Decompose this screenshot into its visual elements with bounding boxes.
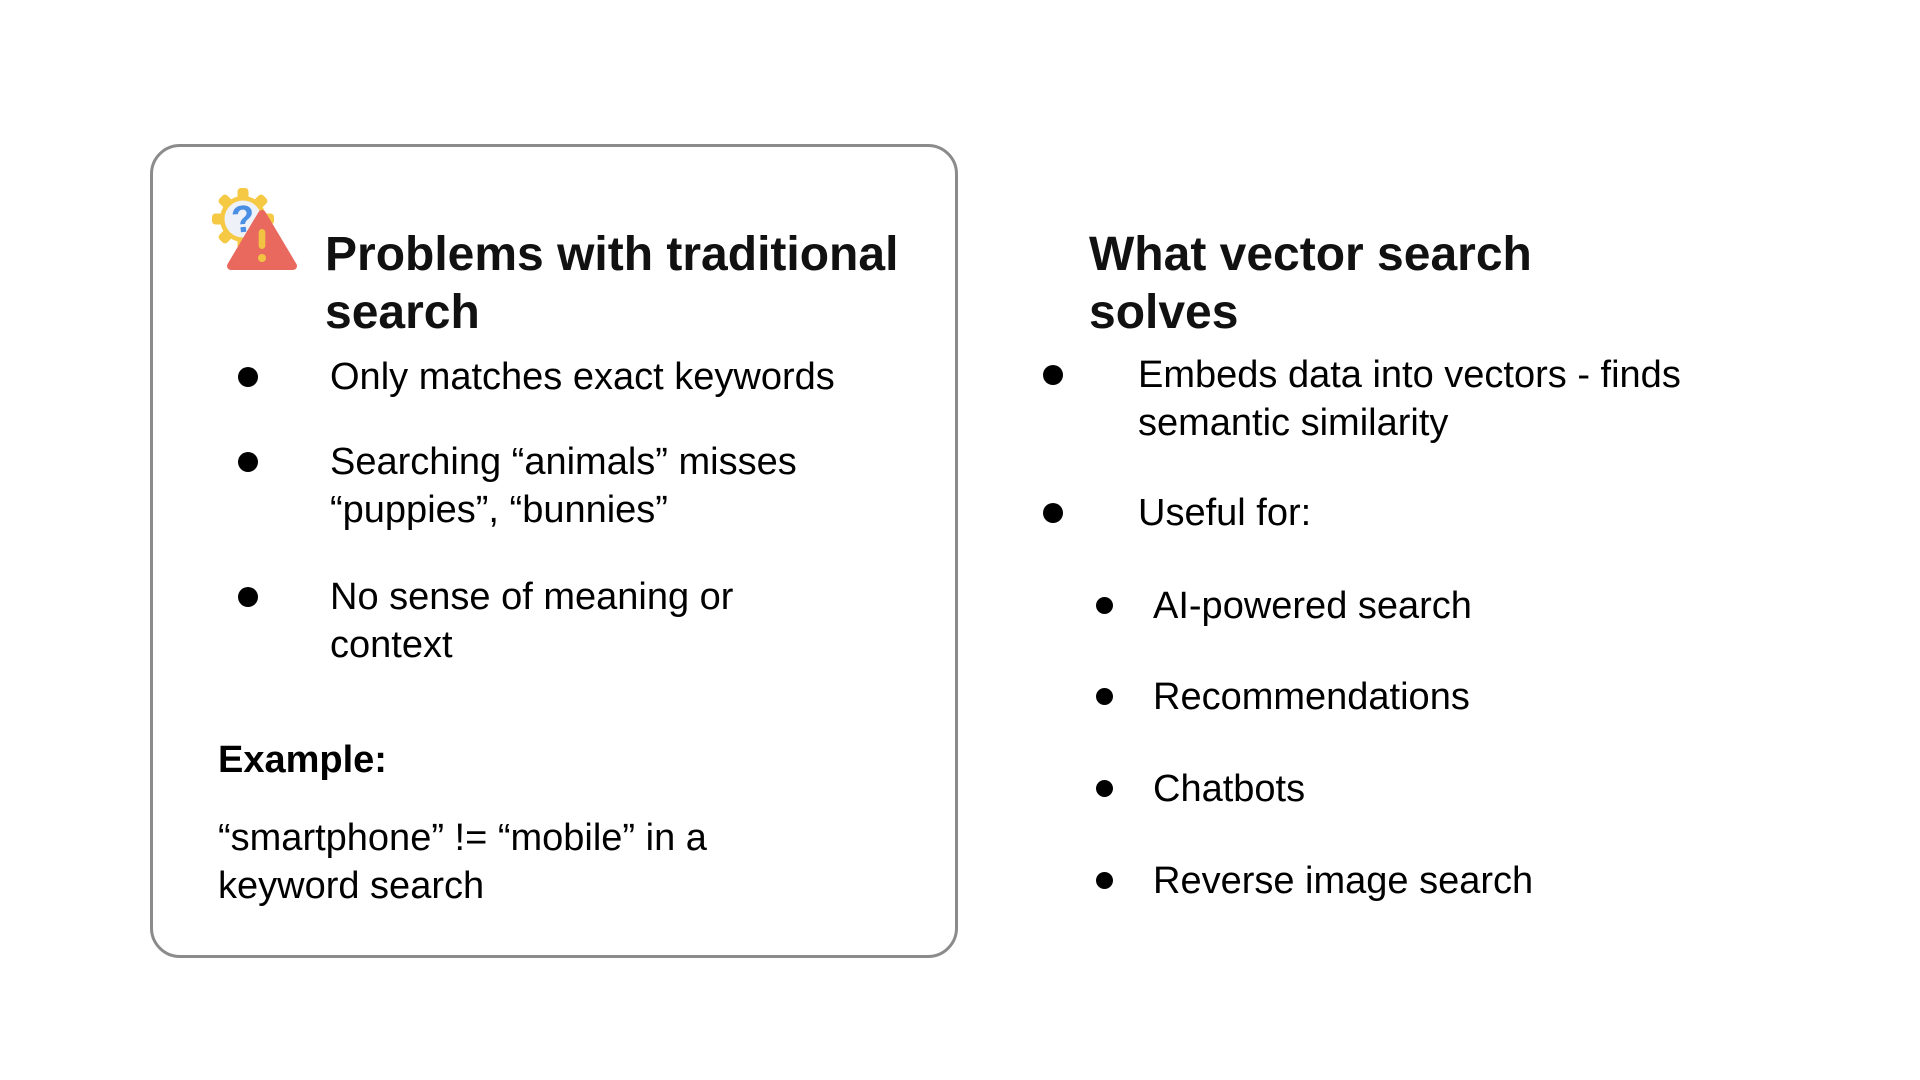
bullet-dot: [1096, 872, 1113, 889]
right-bullet-item: Useful for:: [1043, 489, 1778, 537]
right-sub-bullet-item: Reverse image search: [1096, 857, 1753, 905]
exclamation-bar: [258, 229, 266, 249]
bullet-text: Reverse image search: [1153, 860, 1534, 902]
right-sub-bullet-item: AI-powered search: [1096, 582, 1753, 630]
right-sub-bullet-item: Chatbots: [1096, 765, 1753, 813]
gear-question-warning-icon: ?: [198, 182, 298, 274]
bullet-dot: [1043, 365, 1063, 385]
bullet-dot: [1096, 597, 1113, 614]
left-bullet-item: Only matches exact keywords: [238, 353, 950, 401]
bullet-dot: [238, 587, 258, 607]
gear-question-warning-icon-svg: ?: [212, 188, 297, 270]
bullet-text: Embeds data into vectors - finds semanti…: [1138, 354, 1681, 444]
bullet-text: No sense of meaning or context: [330, 576, 734, 666]
bullet-dot: [1043, 503, 1063, 523]
bullet-dot: [238, 452, 258, 472]
example-label: Example:: [218, 739, 387, 781]
bullet-dot: [1096, 780, 1113, 797]
right-panel-title: What vector search solves: [1089, 227, 1532, 339]
left-card-title: Problems with traditional search: [325, 227, 899, 339]
bullet-text: Recommendations: [1153, 676, 1470, 718]
bullet-text: AI-powered search: [1153, 585, 1472, 627]
exclamation-dot: [258, 254, 266, 262]
bullet-text: Only matches exact keywords: [330, 356, 835, 398]
left-bullet-item: Searching “animals” misses “puppies”, “b…: [238, 438, 890, 534]
example-text: “smartphone” != “mobile” in a keyword se…: [218, 817, 707, 907]
right-bullet-item: Embeds data into vectors - finds semanti…: [1043, 351, 1778, 447]
bullet-text: Searching “animals” misses “puppies”, “b…: [330, 441, 797, 531]
bullet-text: Useful for:: [1138, 492, 1312, 534]
bullet-dot: [1096, 688, 1113, 705]
right-sub-bullet-item: Recommendations: [1096, 673, 1753, 721]
left-bullet-item: No sense of meaning or context: [238, 573, 800, 669]
bullet-text: Chatbots: [1153, 768, 1306, 810]
problems-card: [150, 144, 958, 958]
bullet-dot: [238, 367, 258, 387]
